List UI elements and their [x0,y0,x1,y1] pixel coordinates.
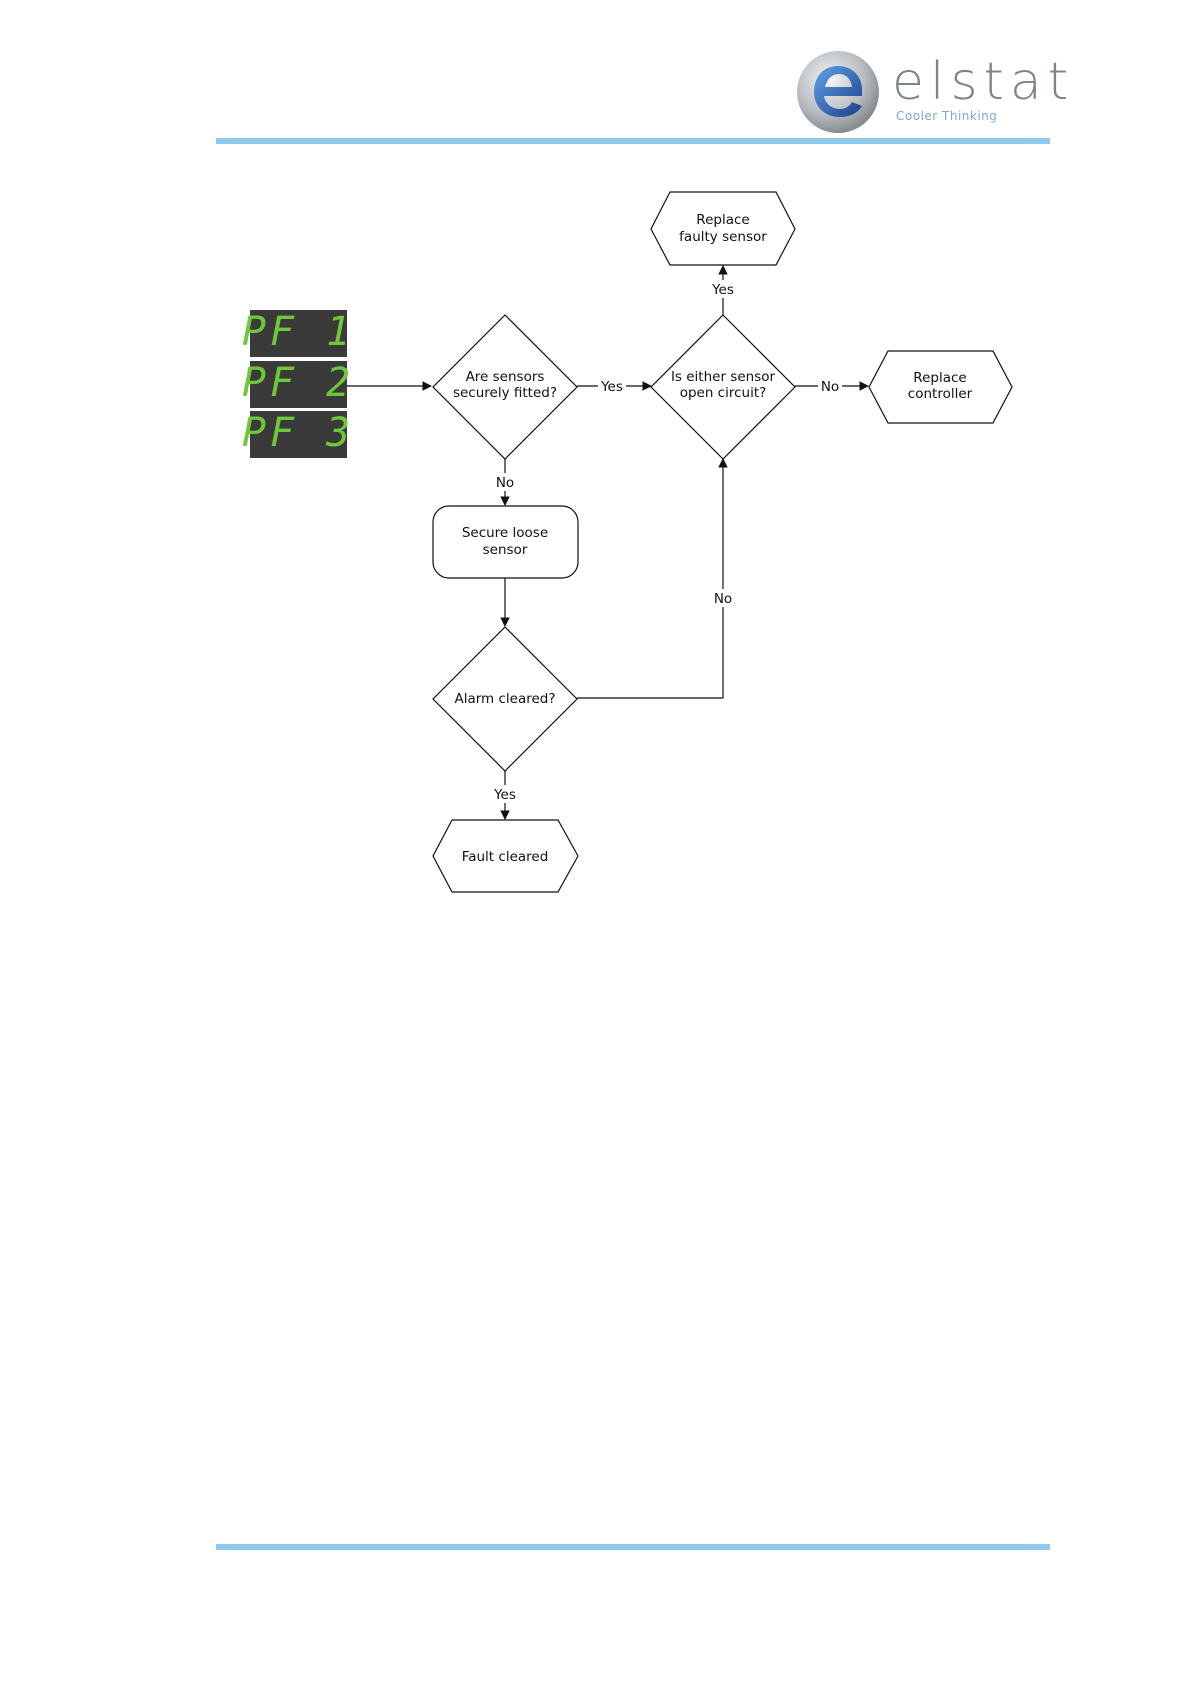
decision-alarm-cleared-line1: Alarm cleared? [454,691,555,707]
display-pf2: PF 2 [242,360,354,408]
decision-open-circuit-line1: Is either sensor [671,369,776,385]
label-alarm-yes: Yes [493,787,516,803]
terminal-replace-sensor-line1: Replace [696,212,749,228]
display-pf2-text: PF 2 [242,360,354,406]
terminal-replace-controller: Replace controller [869,351,1012,423]
label-fitted-yes: Yes [600,379,623,395]
label-alarm-no: No [714,591,732,607]
display-pf1: PF 1 [242,309,354,357]
label-fitted-no: No [496,475,514,491]
decision-open-circuit: Is either sensor open circuit? [651,315,795,459]
terminal-fault-cleared: Fault cleared [433,820,578,892]
decision-sensors-fitted-line2: securely fitted? [453,385,557,401]
process-secure-loose-line1: Secure loose [462,525,548,541]
terminal-replace-controller-line1: Replace [913,370,966,386]
terminal-replace-sensor-line2: faulty sensor [679,229,767,245]
decision-alarm-cleared: Alarm cleared? [433,627,577,771]
decision-sensors-fitted-line1: Are sensors [466,369,545,385]
label-open-yes: Yes [711,282,734,298]
process-secure-loose-line2: sensor [483,542,528,558]
label-open-no: No [821,379,839,395]
display-pf3: PF 3 [242,410,354,458]
terminal-replace-sensor: Replace faulty sensor [651,192,795,265]
process-secure-loose: Secure loose sensor [433,506,578,578]
decision-open-circuit-line2: open circuit? [680,385,767,401]
terminal-replace-controller-line2: controller [908,386,973,402]
edge-alarm-no [577,459,723,698]
connectors [347,266,868,819]
decision-sensors-fitted: Are sensors securely fitted? [433,315,577,459]
terminal-fault-cleared-line1: Fault cleared [462,849,549,865]
display-pf3-text: PF 3 [242,410,354,456]
display-pf1-text: PF 1 [242,309,354,355]
